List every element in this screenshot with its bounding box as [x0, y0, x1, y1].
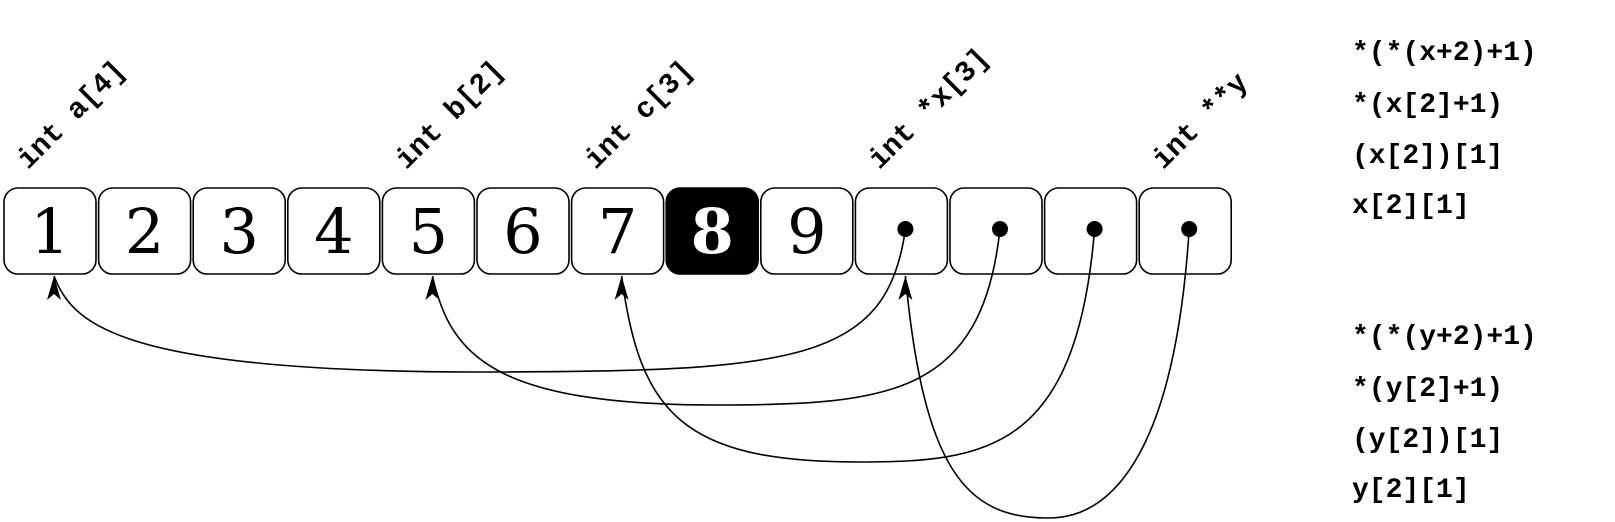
memory-cell	[3, 187, 97, 275]
variable-label: int c[3]	[579, 55, 701, 177]
memory-cell	[97, 187, 192, 275]
memory-cell	[381, 187, 476, 275]
x-expression: *(x[2]+1)	[1352, 90, 1503, 121]
cell-value: 2	[125, 195, 164, 268]
y-expression: y[2][1]	[1352, 475, 1470, 506]
variable-label: int *x[3]	[862, 42, 996, 176]
pointer-arrows	[47, 228, 1190, 519]
variable-label: int **y	[1146, 67, 1255, 176]
variable-labels: int a[4] int b[2] int c[3] int *x[3] int **y	[11, 42, 1256, 176]
variable-label: int b[2]	[389, 55, 511, 177]
memory-cell	[286, 187, 381, 275]
cell-value: 7	[598, 195, 637, 268]
pointer-arrow	[53, 228, 907, 373]
pointer-arrow	[620, 228, 1096, 463]
cell-value: 6	[503, 195, 542, 268]
cell-value: 1	[30, 195, 69, 268]
x-expression: *(*(x+2)+1)	[1352, 38, 1537, 69]
x-expression: (x[2])[1]	[1352, 141, 1503, 172]
expressions: *(*(x+2)+1) *(x[2]+1) (x[2])[1] x[2][1] …	[1352, 38, 1537, 506]
memory-cell	[570, 187, 665, 275]
cell-value: 3	[219, 195, 258, 268]
arrowhead	[614, 276, 629, 300]
pointer-arrow	[431, 228, 1001, 406]
y-expression: (y[2])[1]	[1352, 425, 1503, 456]
arrowhead	[47, 276, 61, 300]
memory-cell	[192, 187, 286, 275]
arrowhead	[425, 276, 440, 300]
memory-cell	[665, 187, 760, 275]
cell-value: 8	[691, 195, 734, 268]
memory-cell	[476, 187, 570, 275]
x-expression: x[2][1]	[1352, 191, 1470, 222]
pointer-arrow	[904, 228, 1190, 519]
arrowhead	[898, 276, 913, 300]
y-expression: *(y[2]+1)	[1352, 374, 1503, 405]
cell-value: 9	[787, 195, 826, 268]
memory-cell	[759, 187, 854, 275]
cell-value: 4	[314, 195, 353, 268]
y-expression: *(*(y+2)+1)	[1352, 322, 1537, 353]
cell-value: 5	[409, 195, 448, 268]
variable-label: int a[4]	[11, 55, 133, 177]
